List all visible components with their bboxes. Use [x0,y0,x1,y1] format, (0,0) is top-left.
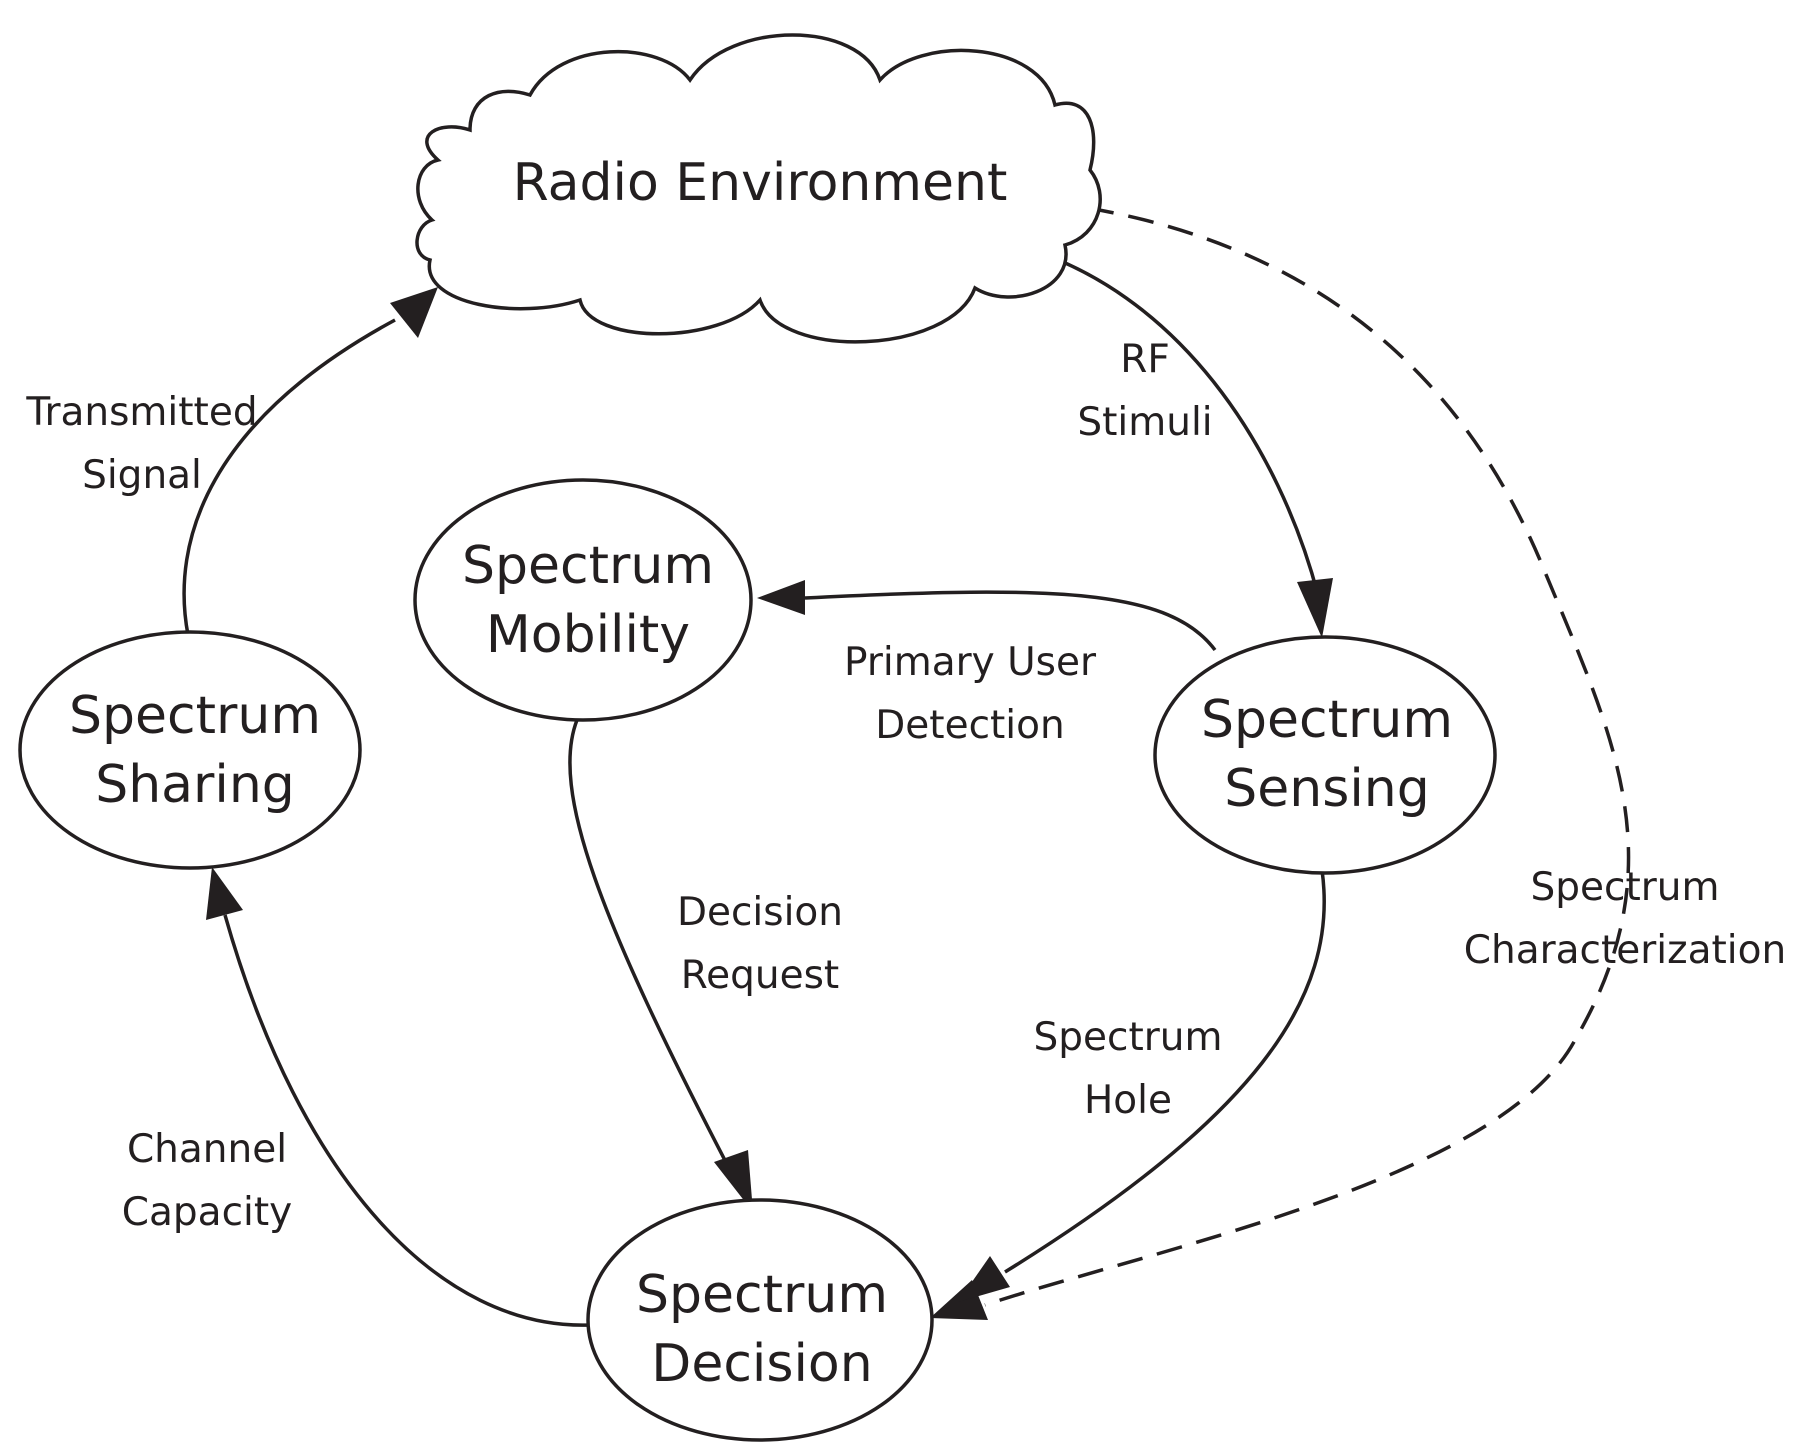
node-spectrum-mobility: Spectrum Mobility [413,478,753,722]
edge-label-channel-capacity: Channel Capacity [122,1127,292,1235]
cloud-shape [415,33,1102,344]
node-spectrum-decision-line-1: Spectrum [636,1265,888,1325]
ellipse-shape [413,478,753,722]
node-spectrum-sharing: Spectrum Sharing [18,630,362,870]
edge-label-transmitted-signal: Transmitted Signal [25,390,257,498]
node-radio-environment-label: Radio Environment [513,153,1008,213]
edge-spectrum-hole [958,869,1326,1302]
node-spectrum-sharing-line-2: Sharing [95,755,295,815]
ellipse-shape [1153,635,1497,875]
transmitted-signal-line-1: Transmitted [25,390,257,435]
channel-capacity-line-1: Channel [127,1127,287,1172]
transmitted-signal-line-2: Signal [82,453,202,498]
edge-label-decision-request: Decision Request [677,890,843,998]
channel-capacity-line-2: Capacity [122,1190,292,1235]
node-spectrum-sensing-line-1: Spectrum [1201,690,1453,750]
primary-user-detection-line-1: Primary User [844,640,1097,685]
node-spectrum-sensing: Spectrum Sensing [1153,635,1497,875]
spectrum-characterization-line-2: Characterization [1464,928,1786,973]
edge-decision-request [568,719,753,1212]
node-spectrum-mobility-line-1: Spectrum [462,536,714,596]
ellipse-shape [586,1198,934,1442]
edge-transmitted-signal [182,287,438,636]
primary-user-detection-line-2: Detection [875,703,1064,748]
decision-request-line-2: Request [681,953,839,998]
spectrum-hole-line-1: Spectrum [1034,1015,1223,1060]
node-spectrum-mobility-line-2: Mobility [486,605,690,665]
node-spectrum-decision-line-2: Decision [651,1334,872,1394]
spectrum-characterization-line-1: Spectrum [1531,865,1720,910]
spectrum-hole-line-2: Hole [1084,1078,1172,1123]
ellipse-shape [18,630,362,870]
edge-rf-stimuli [1014,243,1333,638]
node-spectrum-decision: Spectrum Decision [586,1198,934,1442]
edge-channel-capacity [206,867,591,1327]
node-spectrum-sharing-line-1: Spectrum [69,686,321,746]
edge-primary-user-detection [757,580,1217,652]
node-radio-environment: Radio Environment [415,33,1102,344]
edge-label-spectrum-hole: Spectrum Hole [1034,1015,1223,1123]
node-spectrum-sensing-line-2: Sensing [1224,759,1429,819]
edge-label-spectrum-characterization: Spectrum Characterization [1464,865,1786,973]
edge-label-primary-user-detection: Primary User Detection [844,640,1097,748]
rf-stimuli-line-2: Stimuli [1077,400,1212,445]
rf-stimuli-line-1: RF [1120,337,1170,382]
decision-request-line-1: Decision [677,890,843,935]
edge-label-rf-stimuli: RF Stimuli [1077,337,1212,445]
